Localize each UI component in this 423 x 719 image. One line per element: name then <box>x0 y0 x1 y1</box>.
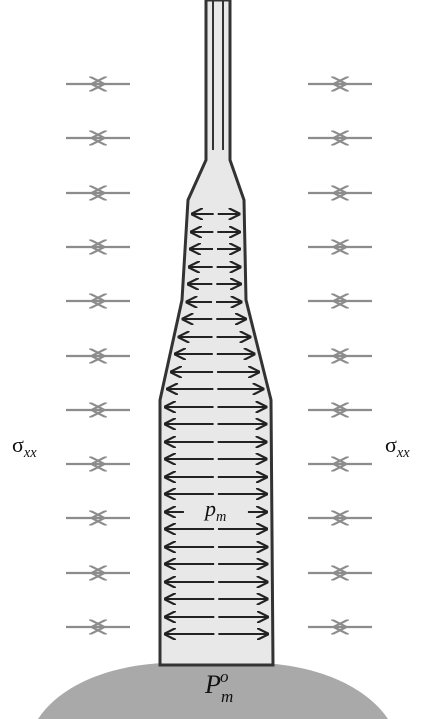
sigma-subscript: xx <box>23 445 37 461</box>
sigma-xx-right-label: σxx <box>385 432 410 461</box>
sigma-subscript: xx <box>396 445 410 461</box>
sigma-symbol: σ <box>385 432 397 457</box>
magma-chamber <box>38 663 388 719</box>
sigma-xx-left-label: σxx <box>12 432 37 461</box>
pressure-subscript: m <box>221 687 234 706</box>
magma-pressure-label: pm <box>203 496 229 525</box>
pressure-symbol: P <box>205 670 221 699</box>
pressure-subscript: m <box>216 509 227 525</box>
external-stress-arrows <box>66 84 372 627</box>
sigma-symbol: σ <box>12 432 24 457</box>
pressure-symbol: p <box>205 496 216 521</box>
dike-body <box>158 0 275 667</box>
internal-pressure-arrows <box>165 214 268 634</box>
pressure-superscript: o <box>220 667 229 686</box>
